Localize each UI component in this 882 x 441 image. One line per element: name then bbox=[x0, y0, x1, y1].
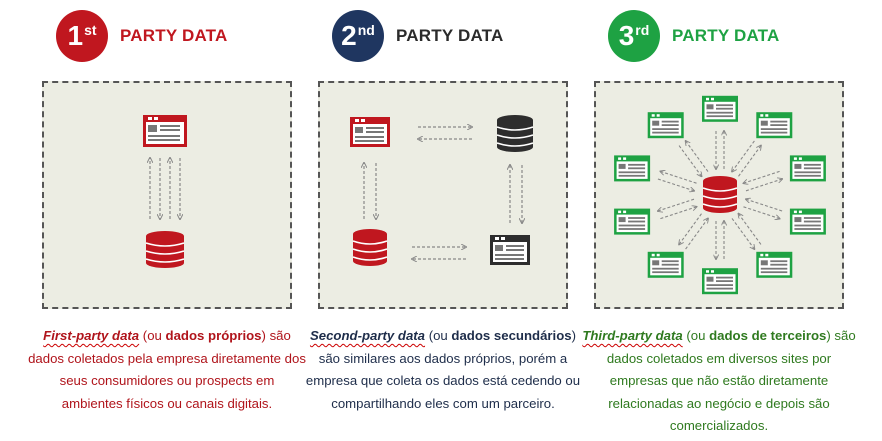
connector-arrow bbox=[745, 179, 782, 192]
badge-suffix: st bbox=[84, 22, 97, 38]
desc-bold: dados secundários bbox=[451, 328, 572, 343]
desc-text: ) são dados coletados pela empresa diret… bbox=[28, 328, 306, 411]
first-party-badge: 1 st bbox=[56, 10, 108, 62]
first-party-diagram bbox=[42, 81, 292, 309]
second-party-description: Second-party data (ou dados secundários)… bbox=[304, 325, 582, 415]
desc-text: ) são dados coletados em diversos sites … bbox=[606, 328, 856, 433]
badge-number: 1 bbox=[67, 20, 84, 51]
browser-window-icon bbox=[647, 112, 684, 139]
desc-term: Second-party data bbox=[309, 328, 426, 343]
connector-arrow bbox=[685, 218, 708, 250]
connector-arrow bbox=[679, 213, 702, 245]
connector-arrow bbox=[746, 199, 783, 212]
browser-window-icon bbox=[756, 251, 793, 278]
second-party-column: 2 nd PARTY DATA bbox=[306, 0, 580, 441]
badge-suffix: rd bbox=[635, 22, 650, 38]
browser-window-icon bbox=[702, 95, 738, 122]
browser-window-icon bbox=[614, 208, 651, 235]
connector-arrow bbox=[738, 146, 761, 177]
desc-term: First-party data bbox=[43, 328, 140, 343]
connector-arrow bbox=[660, 207, 696, 220]
second-party-title: PARTY DATA bbox=[396, 26, 504, 45]
third-party-diagram bbox=[594, 81, 844, 309]
connector-arrow bbox=[660, 171, 697, 184]
browser-window-icon bbox=[350, 117, 390, 147]
desc-term: Third-party data bbox=[582, 328, 683, 343]
desc-bold: dados de terceiros bbox=[709, 328, 827, 343]
desc-text: (ou bbox=[139, 328, 166, 343]
desc-bold: dados próprios bbox=[165, 328, 262, 343]
first-party-column: 1 st PARTY DATA bbox=[28, 0, 306, 441]
badge-number: 3 bbox=[618, 20, 635, 51]
third-party-column: 3 rd PARTY DATA bbox=[582, 0, 856, 441]
first-party-header: 1 st PARTY DATA bbox=[56, 10, 227, 62]
browser-window-icon bbox=[614, 155, 651, 182]
browser-window-icon bbox=[756, 112, 793, 139]
browser-window-icon bbox=[789, 208, 826, 235]
desc-text: ) são similares aos dados próprios, poré… bbox=[305, 328, 581, 411]
badge-number: 2 bbox=[341, 20, 357, 51]
connector-arrow bbox=[739, 214, 762, 245]
connector-arrow bbox=[686, 141, 709, 172]
database-icon bbox=[352, 229, 388, 266]
first-party-title: PARTY DATA bbox=[120, 26, 228, 45]
third-party-title: PARTY DATA bbox=[672, 26, 780, 45]
browser-window-icon bbox=[647, 251, 684, 278]
connector-arrow bbox=[658, 198, 695, 211]
connector-arrow bbox=[731, 218, 754, 249]
third-party-description: Third-party data (ou dados de terceiros)… bbox=[580, 325, 858, 438]
third-party-header: 3 rd PARTY DATA bbox=[608, 10, 779, 62]
browser-window-icon bbox=[789, 155, 826, 182]
connector-arrow bbox=[678, 145, 701, 177]
connector-arrow bbox=[744, 170, 780, 183]
connector-arrow bbox=[732, 140, 755, 172]
connector-arrow bbox=[743, 206, 780, 219]
connector-arrow bbox=[657, 178, 694, 191]
desc-text: (ou bbox=[682, 328, 710, 343]
badge-suffix: nd bbox=[357, 22, 375, 38]
browser-window-icon bbox=[490, 235, 530, 265]
browser-window-icon bbox=[702, 268, 738, 295]
second-party-diagram bbox=[318, 81, 568, 309]
browser-window-icon bbox=[143, 115, 187, 147]
third-party-badge: 3 rd bbox=[608, 10, 660, 62]
database-icon bbox=[145, 231, 185, 268]
first-party-description: First-party data (ou dados próprios) são… bbox=[28, 325, 306, 415]
database-icon bbox=[702, 176, 738, 213]
second-party-badge: 2 nd bbox=[332, 10, 384, 62]
desc-text: (ou bbox=[425, 328, 452, 343]
second-party-header: 2 nd PARTY DATA bbox=[332, 10, 503, 62]
database-icon bbox=[496, 115, 534, 152]
